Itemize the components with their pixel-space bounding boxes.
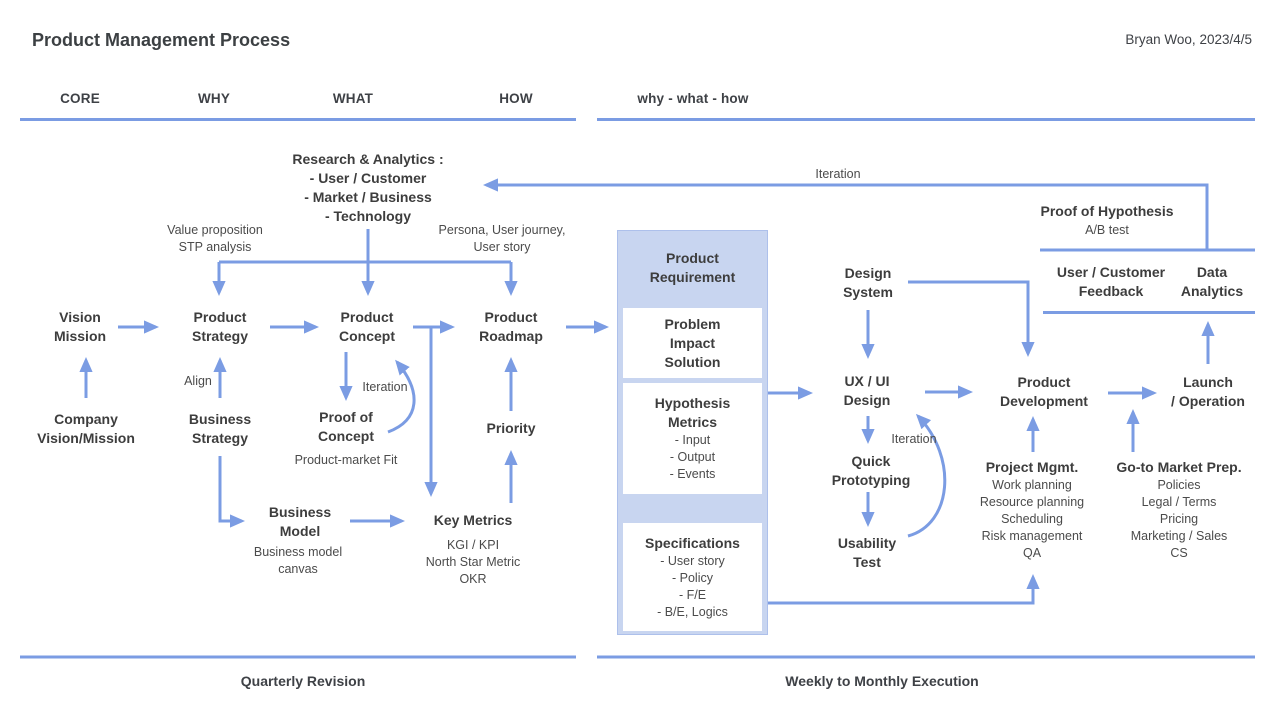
box-problem-text: Problem Impact Solution [664,315,721,370]
label-gtm-items: Policies Legal / Terms Pricing Marketing… [1130,478,1228,560]
panel-title-product-requirement: Product Requirement [649,250,736,285]
node-quick-prototyping: Quick Prototyping [831,453,911,488]
arrow-specifications-to-projectmgmt [762,574,1040,605]
node-research-analytics: Research & Analytics : - User / Customer… [292,151,444,224]
arrow-usability-iteration-curve [907,413,947,538]
node-ux-ui-design: UX / UI Design [843,373,891,408]
box-specifications: Specifications - User story - Policy - F… [623,523,762,631]
node-business-strategy: Business Strategy [188,411,252,446]
node-go-to-market-prep: Go-to Market Prep. [1116,459,1242,475]
box-problem-impact-solution: Problem Impact Solution [623,308,762,378]
label-key-metrics-sub: KGI / KPI North Star Metric OKR [425,538,521,586]
node-product-roadmap: Product Roadmap [479,309,543,344]
box-hypothesis-title: Hypothesis Metrics [654,395,731,430]
product-requirement-panel: Product Requirement Problem Impact Solut… [617,230,768,635]
label-persona-user-journey: Persona, User journey, User story [438,223,566,254]
page-title: Product Management Process [32,30,291,50]
node-product-development: Product Development [1000,374,1088,409]
footer-quarterly-revision: Quarterly Revision [240,673,366,689]
label-product-market-fit: Product-market Fit [294,453,398,467]
column-header-core: CORE [60,91,100,106]
node-priority: Priority [486,420,536,436]
box-hypothesis-metrics: Hypothesis Metrics - Input - Output - Ev… [623,383,762,494]
column-header-how: HOW [499,91,533,106]
column-header-why-what-how: why - what - how [637,91,749,106]
arrow-businessstrategy-to-businessmodel [218,456,245,528]
footer-weekly-monthly-execution: Weekly to Monthly Execution [785,673,979,689]
label-align: Align [184,374,212,388]
node-proof-of-concept: Proof of Concept [318,409,374,444]
author-date: Bryan Woo, 2023/4/5 [1125,32,1252,47]
arrow-designsystem-to-productdev [908,280,1035,357]
node-company-vision-mission: Company Vision/Mission [37,411,135,446]
node-launch-operation: Launch / Operation [1171,374,1245,409]
label-business-model-canvas: Business model canvas [253,545,343,576]
node-product-concept: Product Concept [339,309,395,344]
label-iteration-top: Iteration [815,167,861,181]
box-hypothesis-items: - Input - Output - Events [669,433,716,481]
label-iteration-ux: Iteration [891,432,937,446]
label-ab-test: A/B test [1085,223,1129,237]
node-proof-of-hypothesis: Proof of Hypothesis [1040,203,1174,219]
label-project-mgmt-items: Work planning Resource planning Scheduli… [979,478,1085,560]
node-data-analytics: Data Analytics [1180,264,1244,299]
box-specifications-items: - User story - Policy - F/E - B/E, Logic… [657,553,728,619]
column-header-what: WHAT [332,91,374,106]
label-value-proposition: Value proposition STP analysis [167,223,263,254]
node-key-metrics: Key Metrics [433,512,513,528]
node-design-system: Design System [843,265,893,300]
label-iteration-concept: Iteration [362,380,408,394]
node-project-mgmt: Project Mgmt. [985,459,1079,475]
box-specifications-title: Specifications [645,534,740,551]
node-usability-test: Usability Test [837,535,897,570]
node-vision-mission: Vision Mission [53,309,107,344]
arrow-poc-iteration-curve [387,359,416,434]
column-header-why: WHY [197,91,231,106]
node-user-customer-feedback: User / Customer Feedback [1056,264,1166,299]
node-product-strategy: Product Strategy [191,309,249,344]
arrow-iteration-loop [483,178,1209,250]
node-business-model: Business Model [268,504,332,539]
